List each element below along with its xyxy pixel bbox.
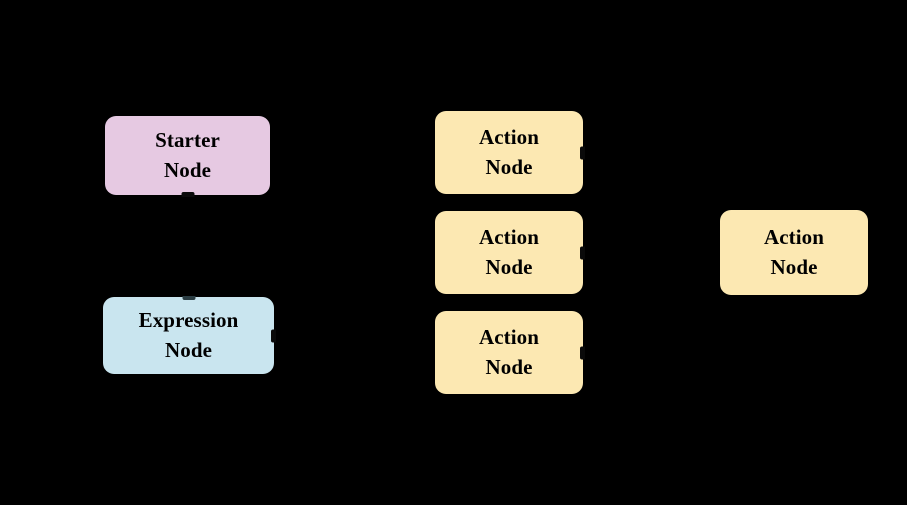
node-label: Action Node: [763, 224, 825, 279]
node-label: Action Node: [478, 224, 540, 279]
output-port-bottom[interactable]: [181, 192, 194, 197]
node-label: Action Node: [478, 124, 540, 179]
node-action-2[interactable]: Action Node: [435, 211, 585, 294]
node-action-4[interactable]: Action Node: [720, 210, 868, 295]
output-port-right[interactable]: [580, 146, 585, 159]
node-expression[interactable]: Expression Node: [103, 296, 276, 374]
output-port-right[interactable]: [580, 246, 585, 259]
node-starter[interactable]: Starter Node: [105, 116, 270, 197]
node-label: Action Node: [478, 324, 540, 379]
input-port-top[interactable]: [182, 296, 195, 300]
node-action-1[interactable]: Action Node: [435, 111, 585, 194]
node-label: Starter Node: [155, 127, 220, 182]
node-action-3[interactable]: Action Node: [435, 311, 585, 394]
output-port-right[interactable]: [271, 329, 276, 342]
output-port-right[interactable]: [580, 346, 585, 359]
node-label: Expression Node: [138, 307, 239, 362]
